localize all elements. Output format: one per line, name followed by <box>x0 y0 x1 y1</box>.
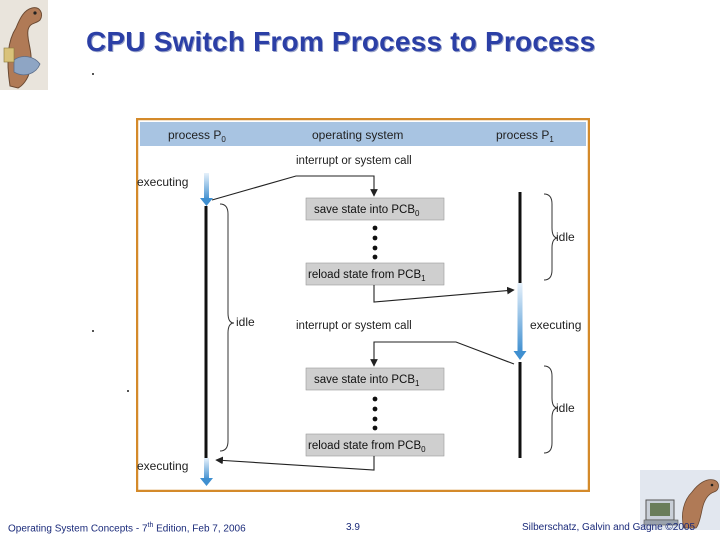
box-reload-pcb0-text: reload state from PCB0 <box>308 440 426 454</box>
footer-page-number: 3.9 <box>346 522 360 533</box>
header-process-p0: process P0 <box>168 128 226 144</box>
p1-arrowhead <box>513 351 527 360</box>
ellipsis-dots-bottom <box>372 396 378 431</box>
p0-executing-bar-top <box>204 173 209 200</box>
interrupt-label-1: interrupt or system call <box>296 155 412 167</box>
flow-p1-to-os <box>370 341 515 367</box>
box-save-pcb0 <box>305 197 445 221</box>
idle-brace-right-bottom <box>543 365 559 454</box>
stray-dot <box>92 73 94 75</box>
idle-label-right-top: idle <box>556 230 575 244</box>
ellipsis-dots-top <box>372 225 378 260</box>
slide-title: CPU Switch From Process to Process <box>86 26 596 57</box>
stray-dot <box>127 390 129 392</box>
diagram-frame <box>136 118 590 492</box>
idle-brace-right-top <box>543 193 559 281</box>
flow-os-to-p0 <box>215 456 375 471</box>
box-save-pcb1 <box>305 367 445 391</box>
idle-brace-left <box>219 203 235 452</box>
footer-book-title: Operating System Concepts - 7th Edition,… <box>8 522 246 535</box>
box-reload-pcb0 <box>305 433 445 457</box>
executing-label-right: executing <box>530 318 581 332</box>
header-bar <box>140 122 586 146</box>
box-reload-pcb1 <box>305 262 445 286</box>
stray-dot <box>92 330 94 332</box>
idle-label-left: idle <box>236 315 255 329</box>
box-save-pcb1-text: save state into PCB1 <box>314 374 420 388</box>
p1-executing-bar <box>517 283 523 353</box>
interrupt-label-2: interrupt or system call <box>296 320 412 332</box>
flow-os-to-p1 <box>373 285 515 303</box>
dinosaur-logo <box>0 0 48 90</box>
box-reload-pcb1-text: reload state from PCB1 <box>308 269 426 283</box>
p0-executing-bar-bottom <box>204 458 209 480</box>
dinosaur-computer-logo <box>640 470 720 530</box>
context-switch-diagram: process P0 operating system process P1 i… <box>136 118 590 492</box>
box-save-pcb0-text: save state into PCB0 <box>314 204 420 218</box>
p0-arrowhead-top <box>200 198 213 206</box>
header-operating-system: operating system <box>312 128 403 142</box>
executing-label-top: executing <box>137 175 188 189</box>
footer-copyright: Silberschatz, Galvin and Gagne ©2005 <box>522 522 696 533</box>
p0-arrowhead-bottom <box>200 478 213 486</box>
executing-label-bottom: executing <box>137 459 188 473</box>
idle-label-right-bottom: idle <box>556 401 575 415</box>
header-process-p1: process P1 <box>496 128 554 144</box>
flow-p0-to-os <box>211 175 378 201</box>
